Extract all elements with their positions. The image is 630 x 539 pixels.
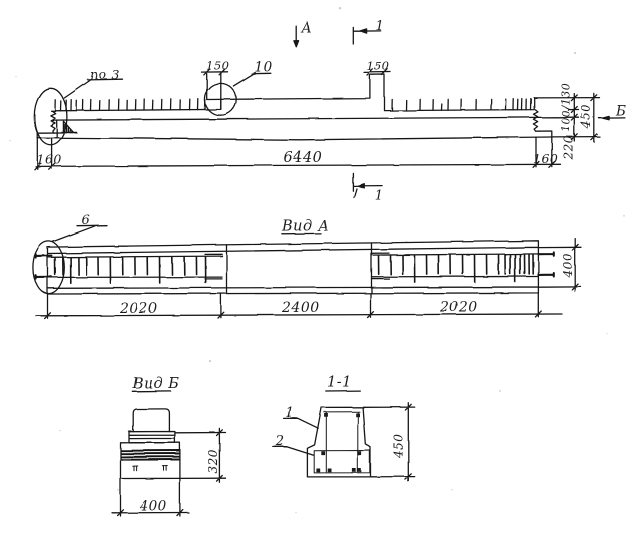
length-dimension bbox=[33, 136, 562, 170]
section-stirrup-bottom bbox=[313, 450, 371, 474]
label-note: по 3 bbox=[91, 67, 121, 82]
block-dim-150 bbox=[363, 68, 392, 76]
end-body-band bbox=[119, 449, 181, 461]
section-callout-2: 2 bbox=[275, 434, 285, 450]
plan-dim-3: 2020 bbox=[439, 300, 478, 316]
end-width-dim: 400 bbox=[139, 499, 167, 515]
stirrup-ticks-right bbox=[391, 97, 532, 112]
right-protruding-bar bbox=[535, 130, 553, 138]
elevation-view bbox=[33, 25, 626, 199]
beam-bottom-line bbox=[36, 136, 553, 141]
plan-width-dimension bbox=[538, 237, 582, 293]
view-arrow-a bbox=[293, 25, 300, 48]
label-bottom-height-dim: 220 bbox=[562, 135, 576, 160]
section-1-1 bbox=[271, 402, 416, 482]
view-arrow-b bbox=[597, 115, 626, 120]
label-view-arrow-b: Б bbox=[615, 103, 626, 119]
beam-flange-line bbox=[51, 116, 536, 121]
label-detail-callout: 10 bbox=[255, 60, 273, 76]
plan-protruding-bars bbox=[34, 251, 555, 280]
drawing-labels: А 1 1 по 3 10 150 150 160 6440 160 100/1… bbox=[37, 19, 626, 515]
plan-mesh-caps bbox=[204, 252, 390, 280]
plan-outline bbox=[46, 240, 540, 295]
plan-width-dim: 400 bbox=[561, 253, 575, 278]
label-section-top: 1 bbox=[376, 19, 385, 34]
section-mark-bottom bbox=[352, 172, 383, 199]
section-leader-1 bbox=[282, 417, 319, 429]
end-top-block bbox=[132, 408, 171, 433]
label-step-dim: 150 bbox=[206, 59, 229, 73]
section-leader-2 bbox=[271, 446, 315, 456]
plan-title: Вид А bbox=[281, 219, 329, 235]
titles-underlines bbox=[131, 232, 361, 392]
end-title: Вид Б bbox=[132, 376, 180, 392]
plan-callout-ellipse bbox=[32, 240, 65, 295]
label-heights-dim: 100/130 bbox=[560, 83, 573, 132]
plan-length-dimension bbox=[35, 292, 563, 320]
end-height-dimension bbox=[174, 427, 227, 483]
height-dimension bbox=[533, 92, 601, 143]
detail-leader bbox=[232, 71, 272, 87]
beam-right-end-break-line bbox=[532, 109, 539, 132]
section-mark-top bbox=[352, 26, 382, 45]
label-section-bottom: 1 bbox=[375, 189, 384, 204]
plan-callout-leader bbox=[52, 224, 108, 243]
plan-ticks-right bbox=[377, 253, 534, 283]
end-height-dim: 320 bbox=[206, 449, 220, 473]
end-bar-marks bbox=[132, 465, 169, 472]
label-view-arrow-a: А bbox=[301, 21, 313, 37]
plan-joint-lines bbox=[225, 242, 373, 295]
detail-circle bbox=[203, 82, 237, 116]
plan-dim-1: 2020 bbox=[119, 301, 158, 317]
label-length-dim: 6440 bbox=[284, 150, 323, 166]
plan-view bbox=[32, 224, 582, 320]
section-stirrup-web bbox=[323, 411, 360, 473]
label-end-right-dim: 160 bbox=[533, 151, 558, 166]
end-callout-ellipse bbox=[33, 87, 68, 146]
plan-dim-2: 2400 bbox=[281, 300, 320, 316]
section-title: 1-1 bbox=[327, 375, 352, 391]
note-leader bbox=[63, 78, 124, 99]
section-rebar-dots bbox=[316, 413, 362, 473]
end-view-b bbox=[111, 408, 227, 517]
section-height-dimension bbox=[362, 402, 416, 482]
plan-callout: 6 bbox=[82, 213, 91, 228]
section-height-dim: 450 bbox=[392, 434, 406, 459]
section-callout-1: 1 bbox=[286, 405, 295, 421]
plan-ticks-left bbox=[54, 256, 207, 284]
label-end-left-dim: 160 bbox=[37, 152, 62, 167]
beam-left-end-break-line bbox=[49, 110, 56, 134]
step-dim-150 bbox=[200, 68, 229, 110]
label-total-height-dim: 450 bbox=[579, 104, 593, 129]
end-width-dimension bbox=[111, 478, 190, 517]
label-block-dim: 150 bbox=[367, 59, 390, 73]
